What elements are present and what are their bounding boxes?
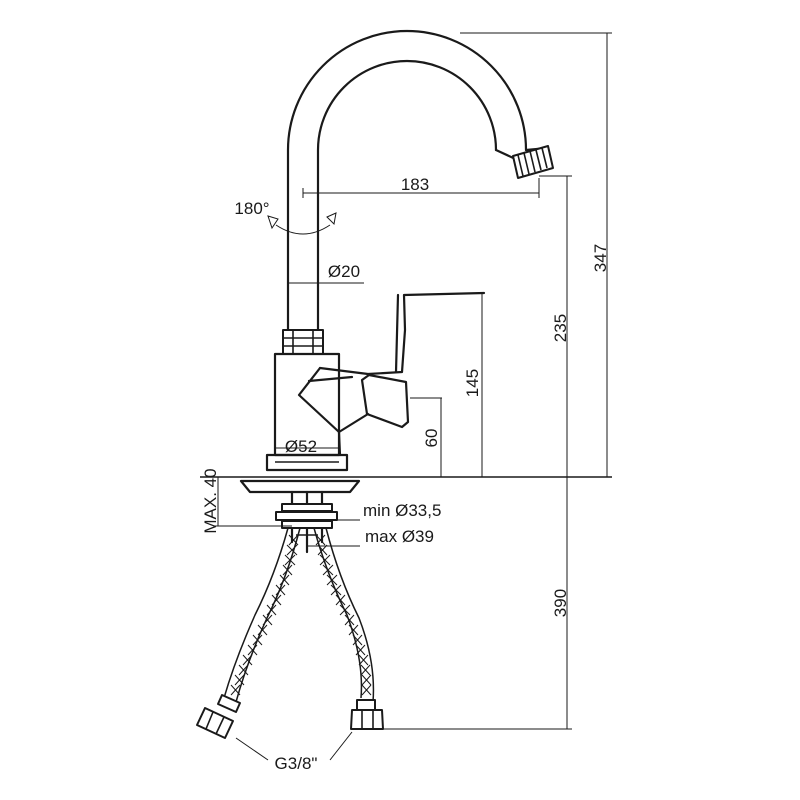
spout-height-dimension	[539, 175, 572, 477]
body-height-dimension	[410, 397, 442, 477]
rotation-label: 180°	[234, 199, 269, 218]
base-diameter-dimension	[274, 440, 339, 455]
total-height-label: 347	[591, 244, 610, 272]
spout-reach-label: 183	[401, 175, 429, 194]
lever-height-label: 145	[463, 369, 482, 397]
swivel-nut	[282, 329, 324, 355]
tube-diameter-label: Ø20	[328, 262, 360, 281]
hose-nut-left	[196, 694, 241, 739]
lever-handle	[297, 291, 486, 457]
spout-reach-dimension	[302, 178, 540, 198]
body-height-label: 60	[422, 429, 441, 448]
hose-length-dimension	[383, 477, 572, 730]
hole-max-label: max Ø39	[365, 527, 434, 546]
aerator	[512, 145, 554, 179]
hose-length-label: 390	[551, 589, 570, 617]
hose-left	[223, 527, 301, 703]
spout-height-label: 235	[551, 314, 570, 342]
hose-right	[313, 527, 375, 703]
base-ring	[265, 453, 349, 472]
connection-leaders	[235, 731, 353, 761]
hose-nut-right	[350, 699, 384, 730]
max-deck-label: MAX. 40	[201, 468, 220, 533]
base-flange	[239, 479, 361, 494]
rotation-arrows	[267, 212, 337, 235]
deck-thickness-dimension	[213, 477, 292, 527]
hole-diameter-leaders	[292, 519, 360, 547]
gooseneck-spout	[286, 29, 550, 332]
connection-label: G3/8"	[275, 754, 318, 773]
total-height-dimension	[460, 32, 612, 477]
base-diameter-label: Ø52	[285, 437, 317, 456]
hole-min-label: min Ø33,5	[363, 501, 441, 520]
mounting-shank	[275, 490, 338, 554]
